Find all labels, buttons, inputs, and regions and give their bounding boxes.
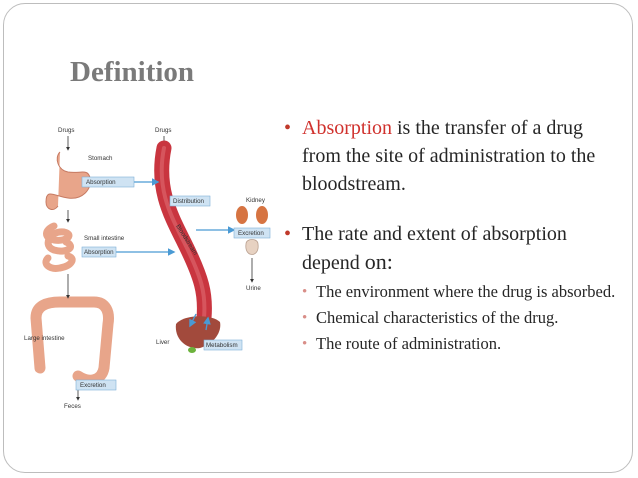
label-excretion-bottom: Excretion (80, 382, 106, 389)
pharmacokinetics-diagram: Drugs Drugs Stomach Absorption Distribut… (24, 127, 271, 410)
kidney-left-shape (236, 206, 248, 224)
label-drugs-mid: Drugs (155, 127, 172, 134)
label-kidney: Kidney (246, 197, 266, 204)
rate-extent-text: The rate and extent of absorption depend (302, 223, 567, 274)
bullet-dot-icon: • (284, 117, 292, 139)
bullet-rate-extent: • The rate and extent of absorption depe… (284, 220, 624, 277)
excretion-box-bottom (75, 379, 117, 391)
label-large-intestine: Large intestine (24, 335, 65, 342)
sub-bullet-environment: • The environment where the drug is abso… (284, 281, 624, 303)
label-distribution: Distribution (173, 198, 205, 205)
sub-bullet-chemical: • Chemical characteristics of the drug. (284, 307, 624, 329)
metabolism-box (203, 339, 243, 351)
sub-bullet-text: The environment where the drug is absorb… (316, 282, 616, 301)
rate-extent-emph: on: (364, 249, 393, 274)
sub-bullet-list: • The environment where the drug is abso… (284, 281, 624, 355)
label-liver: Liver (156, 339, 169, 346)
label-excretion-right: Excretion (238, 230, 264, 237)
bullet-dot-icon: • (284, 223, 292, 245)
slide-body: • Absorption is the transfer of a drug f… (284, 114, 624, 355)
absorption-definition-text: is the transfer of a drug from the site … (302, 117, 596, 195)
small-intestine-shape (42, 222, 76, 272)
label-stomach: Stomach (88, 155, 113, 162)
bladder-shape (245, 239, 259, 255)
absorption-box-1 (81, 176, 135, 188)
sub-bullet-text: Chemical characteristics of the drug. (316, 308, 559, 327)
distribution-box (169, 195, 211, 207)
sub-bullet-dot-icon: • (302, 284, 308, 300)
slide-frame (3, 3, 633, 473)
label-urine: Urine (246, 285, 261, 292)
label-feces: Feces (64, 403, 81, 410)
label-metabolism: Metabolism (206, 342, 238, 349)
sub-bullet-route: • The route of administration. (284, 333, 624, 355)
sub-bullet-dot-icon: • (302, 336, 308, 352)
label-absorption-2: Absorption (84, 249, 114, 256)
stomach-shape (45, 151, 91, 210)
sub-bullet-text: The route of administration. (316, 334, 502, 353)
absorption-box-2 (81, 246, 117, 258)
slide-title: Definition (70, 56, 195, 88)
kidney-right-shape (256, 206, 268, 224)
excretion-box-right (233, 227, 271, 239)
sub-bullet-dot-icon: • (302, 310, 308, 326)
large-intestine-shape (30, 296, 114, 386)
absorption-term: Absorption (302, 117, 392, 139)
label-small-intestine: Small intestine (84, 235, 125, 242)
bullet-absorption-definition: • Absorption is the transfer of a drug f… (284, 114, 624, 198)
label-drugs-left: Drugs (58, 127, 75, 134)
label-absorption-1: Absorption (86, 179, 116, 186)
